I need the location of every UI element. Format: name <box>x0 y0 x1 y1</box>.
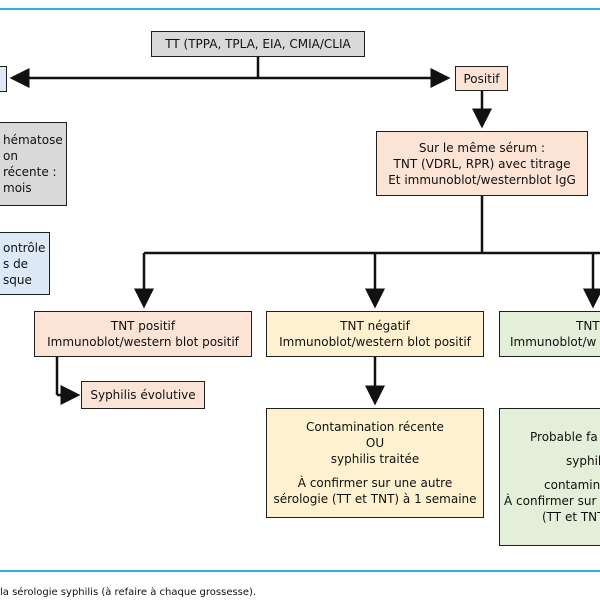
branch-tnt-positive-box: TNT positif Immunoblot/western blot posi… <box>34 311 252 357</box>
syphilis-evolutive-box: Syphilis évolutive <box>81 381 205 409</box>
branch-1-line-1: TNT positif <box>110 319 176 333</box>
contamination-line-4: À confirmer sur une autre <box>297 476 453 490</box>
branch-2-line-1: TNT négatif <box>340 319 410 333</box>
positive-label: Positif <box>463 71 500 86</box>
branch-1-line-2: Immunoblot/western blot positif <box>47 335 239 349</box>
left-blue-line-2: s de <box>3 256 29 271</box>
top-rule <box>0 8 600 10</box>
probable-line-5: (TT et TNT <box>542 510 600 524</box>
branch-tnt-negative-box: TNT négatif Immunoblot/western blot posi… <box>266 311 484 357</box>
left-blue-line-1: ontrôle <box>3 240 46 255</box>
negative-branch-box-partial <box>0 66 7 92</box>
contamination-line-1: Contamination récente <box>306 420 444 434</box>
figure-caption: la sérologie syphilis (à refaire à chaqu… <box>0 587 257 598</box>
left-gray-box-partial: hématose on récente : mois <box>0 122 67 206</box>
left-gray-line-1: hématose <box>3 133 63 147</box>
probable-line-4: À confirmer sur <box>504 494 597 508</box>
branch-3-line-2: Immunoblot/w <box>510 335 597 349</box>
left-blue-line-3: sque <box>3 272 32 287</box>
contamination-box: Contamination récente OU syphilis traité… <box>266 408 484 518</box>
branch-2-line-2: Immunoblot/western blot positif <box>279 335 471 349</box>
contamination-line-3: syphilis traitée <box>330 452 420 466</box>
same-serum-line-2: TNT (VDRL, RPR) avec titrage <box>393 156 571 171</box>
positive-box: Positif <box>455 66 508 91</box>
same-serum-box: Sur le même sérum : TNT (VDRL, RPR) avec… <box>376 131 588 196</box>
contamination-line-5: sérologie (TT et TNT) à 1 semaine <box>273 492 477 506</box>
same-serum-line-1: Sur le même sérum : <box>418 140 546 155</box>
contamination-line-2: OU <box>365 436 385 450</box>
left-gray-line-4: mois <box>3 181 32 195</box>
left-gray-line-2: on <box>3 149 18 163</box>
branch-3-line-1: TNT <box>576 319 600 333</box>
probable-box-partial: Probable fa syphil contamin À confirmer … <box>499 408 600 546</box>
probable-line-1: Probable fa <box>530 430 598 444</box>
probable-line-3: contamin <box>544 478 600 492</box>
probable-line-2: syphil <box>566 454 600 468</box>
root-test-label: TT (TPPA, TPLA, EIA, CMIA/CLIA <box>165 37 351 51</box>
bottom-rule <box>0 570 600 572</box>
left-gray-line-3: récente : <box>3 165 57 179</box>
syphilis-evolutive-label: Syphilis évolutive <box>90 388 196 402</box>
root-test-box: TT (TPPA, TPLA, EIA, CMIA/CLIA <box>151 31 365 57</box>
same-serum-line-3: Et immunoblot/westernblot IgG <box>388 172 576 187</box>
left-blue-box-partial: ontrôle s de sque <box>0 232 50 295</box>
branch-third-box-partial: TNT Immunoblot/w <box>499 311 600 357</box>
